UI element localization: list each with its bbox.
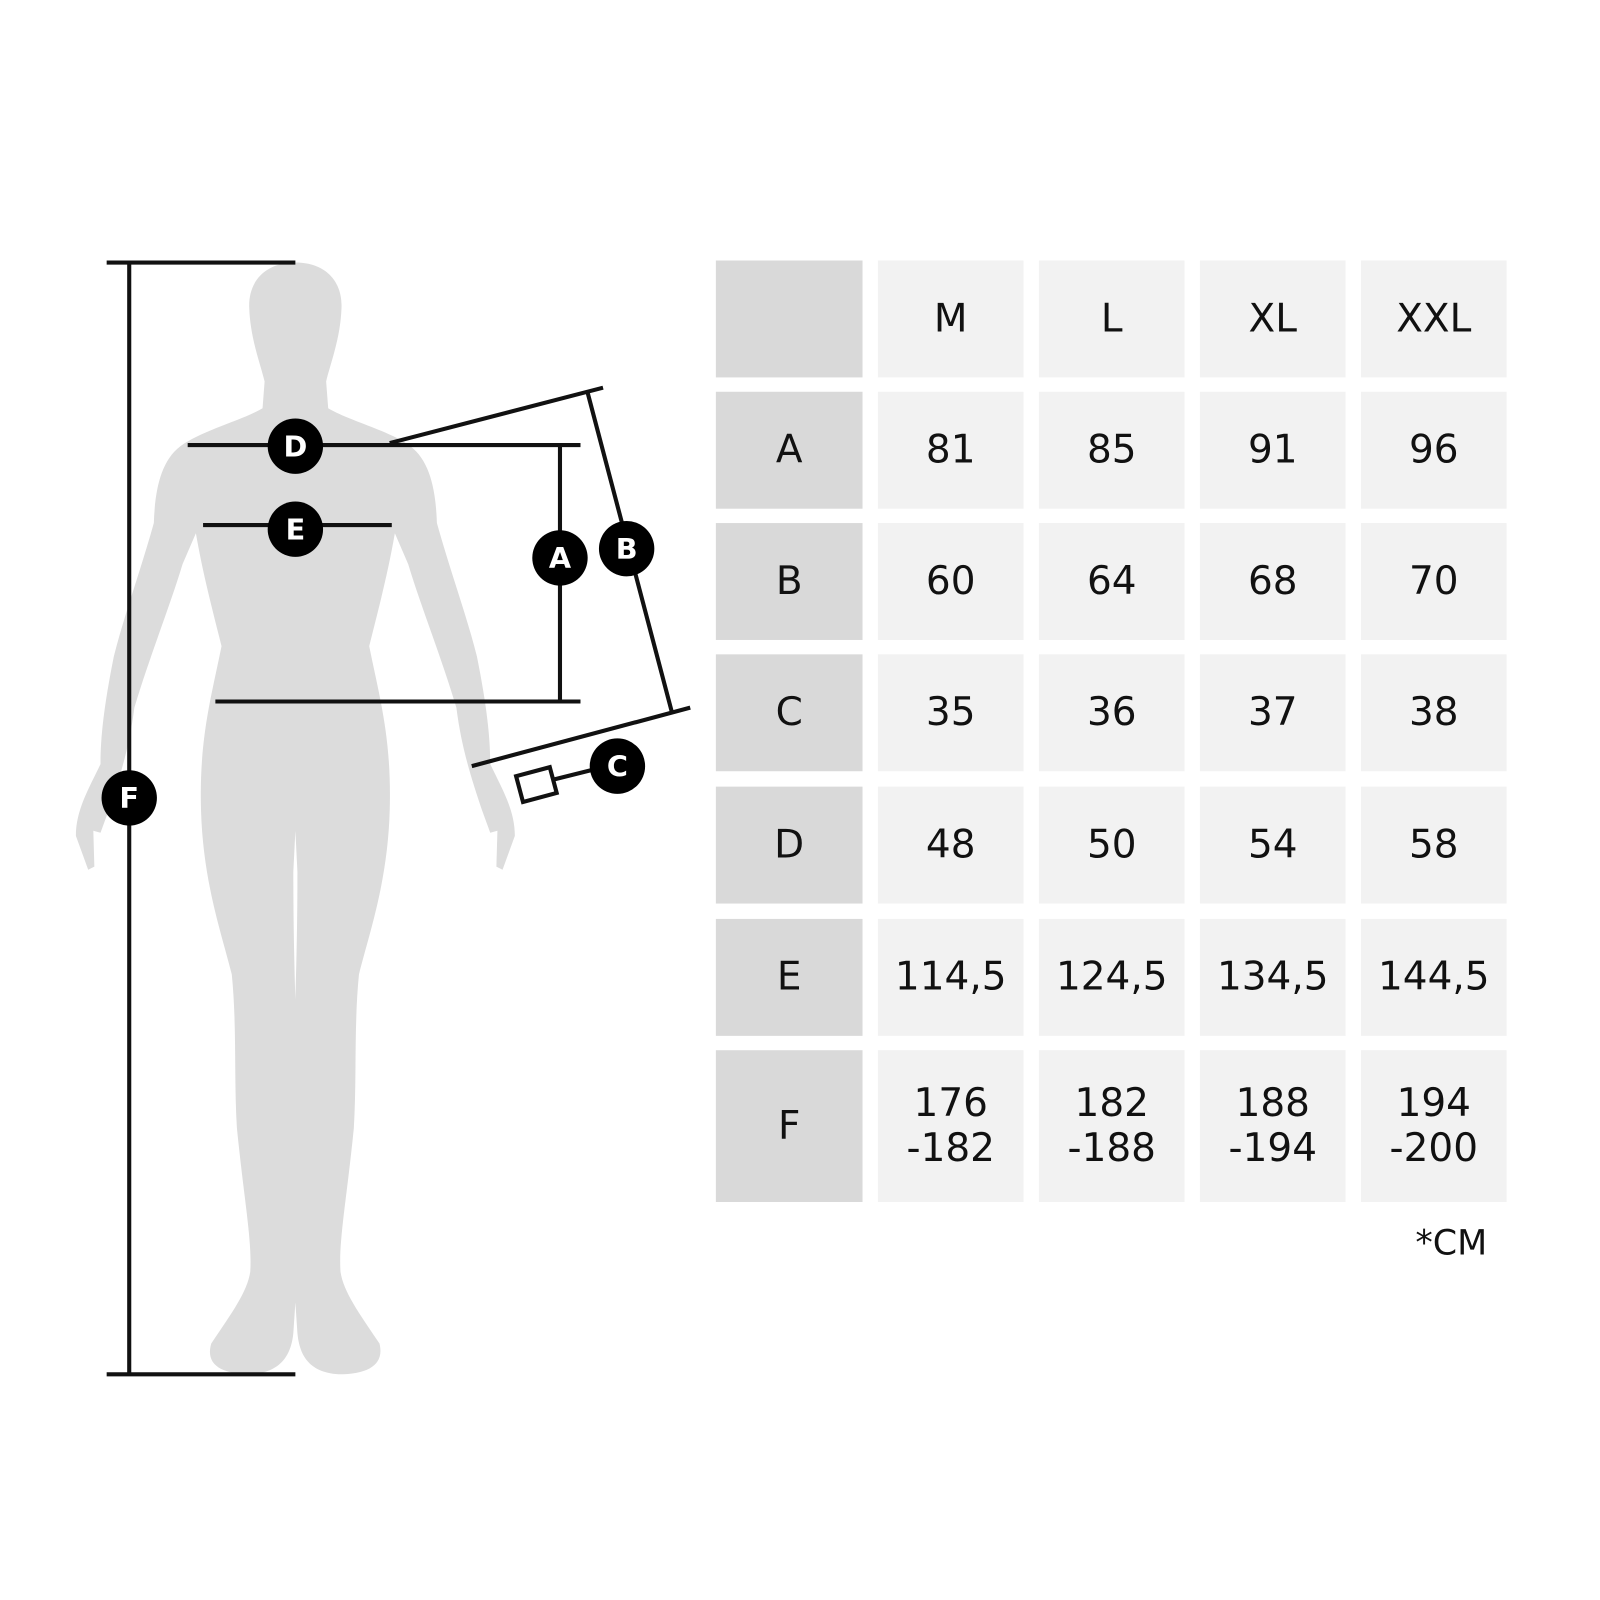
svg-text:C: C — [607, 749, 628, 783]
table-cell: 50 — [1038, 786, 1185, 904]
row-label-f: F — [715, 1050, 863, 1203]
table-cell: 36 — [1038, 654, 1185, 772]
row-label-a: A — [715, 391, 863, 509]
svg-text:F: F — [119, 781, 139, 815]
svg-text:A: A — [549, 541, 572, 575]
size-header-l: L — [1038, 260, 1185, 378]
size-header-m: M — [877, 260, 1024, 378]
marker-d: D — [267, 418, 324, 474]
size-header-xl: XL — [1199, 260, 1346, 378]
sleeve-top-line — [389, 385, 604, 446]
table-cell: 58 — [1360, 786, 1507, 904]
svg-text:B: B — [616, 532, 638, 566]
table-cell: 96 — [1360, 391, 1507, 509]
table-cell: 182 -188 — [1038, 1050, 1185, 1203]
cuff-pointer — [553, 767, 596, 782]
table-cell: 91 — [1199, 391, 1346, 509]
table-cell: 85 — [1038, 391, 1185, 509]
table-cell: 124,5 — [1038, 918, 1185, 1036]
body-silhouette — [75, 262, 515, 1375]
table-cell: 54 — [1199, 786, 1346, 904]
cuff-line — [471, 705, 691, 769]
measurement-lines — [106, 260, 691, 1377]
table-corner-cell — [715, 260, 863, 378]
svg-text:D: D — [283, 429, 307, 463]
table-cell: 144,5 — [1360, 918, 1507, 1036]
table-cell: 194 -200 — [1360, 1050, 1507, 1203]
table-cell: 176 -182 — [877, 1050, 1024, 1203]
row-label-d: D — [715, 786, 863, 904]
size-header-xxl: XXL — [1360, 260, 1507, 378]
row-label-e: E — [715, 918, 863, 1036]
table-cell: 134,5 — [1199, 918, 1346, 1036]
row-label-b: B — [715, 523, 863, 640]
table-cell: 48 — [877, 786, 1024, 904]
table-cell: 114,5 — [877, 918, 1024, 1036]
marker-a: A — [532, 530, 588, 586]
unit-label: *CM — [1415, 1222, 1488, 1264]
marker-e: E — [267, 501, 324, 557]
table-cell: 60 — [877, 523, 1024, 640]
row-label-c: C — [715, 654, 863, 772]
cuff-box — [513, 764, 560, 805]
marker-b: B — [598, 521, 655, 577]
table-cell: 188 -194 — [1199, 1050, 1346, 1203]
svg-text:E: E — [286, 512, 306, 546]
table-cell: 37 — [1199, 654, 1346, 772]
table-cell: 64 — [1038, 523, 1185, 640]
table-cell: 81 — [877, 391, 1024, 509]
marker-c: C — [589, 738, 646, 794]
table-cell: 38 — [1360, 654, 1507, 772]
marker-f: F — [101, 770, 157, 826]
table-cell: 70 — [1360, 523, 1507, 640]
table-cell: 35 — [877, 654, 1024, 772]
table-cell: 68 — [1199, 523, 1346, 640]
